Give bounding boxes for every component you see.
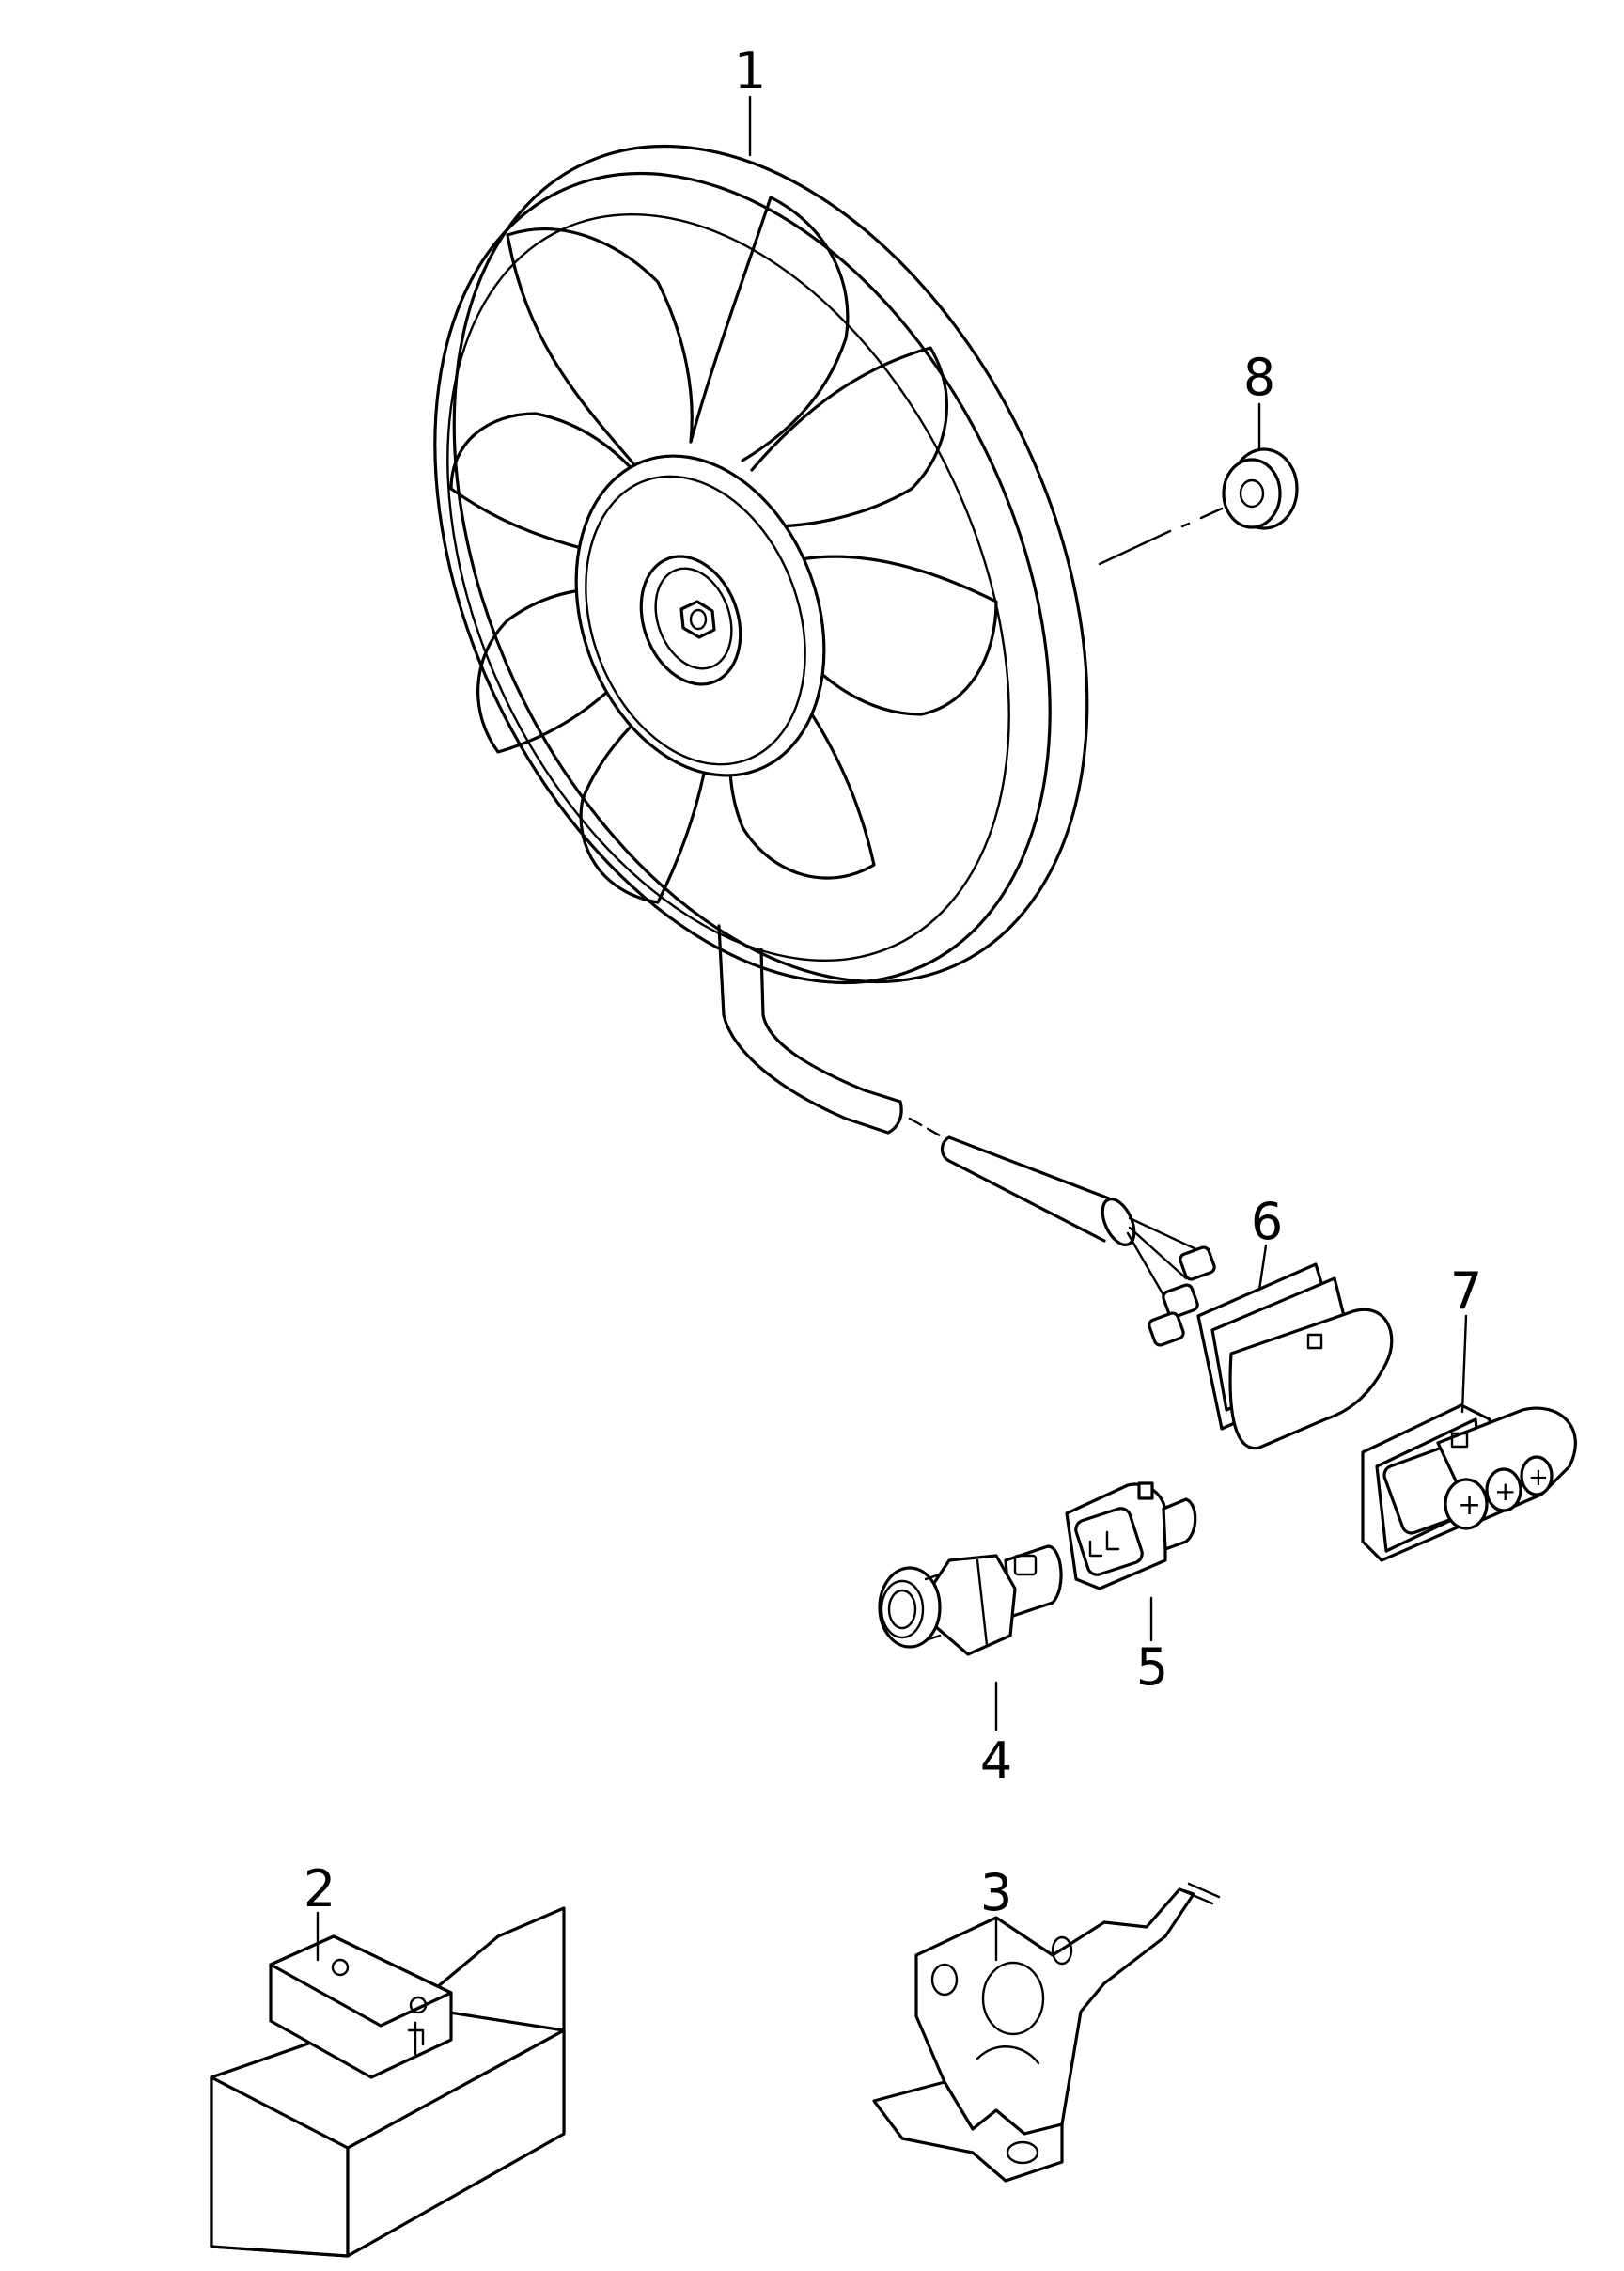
leader-lines [316,95,1468,1962]
axis-line [1098,507,1224,566]
hub-nut [679,600,716,639]
callout-6: 6 [1251,1192,1283,1251]
connector-housing-2pin[interactable] [1065,1481,1197,1590]
fan-connector[interactable] [1126,1216,1394,1450]
mounting-bracket[interactable] [872,1882,1221,2183]
control-unit[interactable] [210,1906,566,2258]
callout-5: 5 [1136,1637,1168,1697]
svg-text:+: + [1458,1489,1481,1522]
callout-7: 7 [1450,1261,1482,1321]
connector-3pin[interactable]: + + + [1361,1403,1577,1562]
callout-2: 2 [304,1859,336,1919]
callout-4: 4 [980,1731,1012,1791]
callout-1: 1 [734,41,766,101]
callout-8: 8 [1243,348,1275,407]
svg-text:+: + [1528,1464,1549,1492]
fan-harness-cable [717,924,1136,1246]
callout-3: 3 [980,1863,1012,1922]
svg-text:+: + [1494,1476,1516,1507]
fan-blades [449,196,998,904]
fan-assembly[interactable] [313,44,1212,1249]
pressure-switch[interactable] [878,1544,1063,1656]
flange-nut[interactable] [1222,447,1299,530]
